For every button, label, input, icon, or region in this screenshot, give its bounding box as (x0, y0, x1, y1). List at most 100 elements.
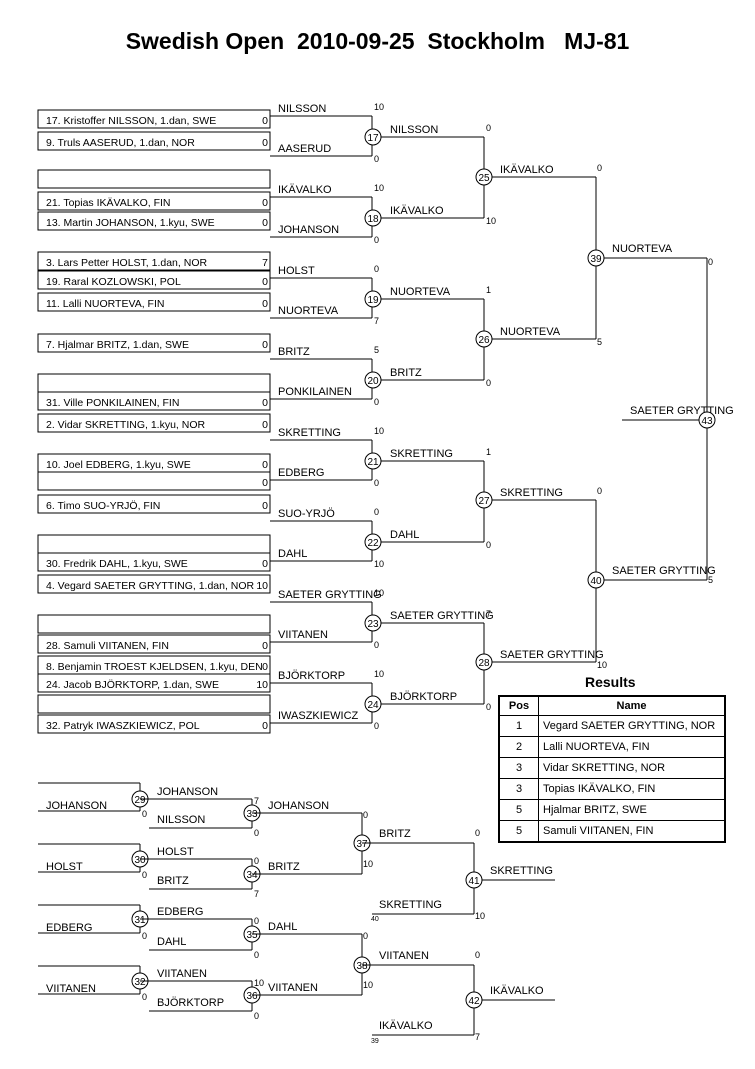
game-number: 31 (134, 915, 146, 926)
player-entry: 28. Samuli VIITANEN, FIN (46, 640, 169, 652)
loser-r1-score: 0 (254, 950, 259, 960)
game-number: 39 (590, 254, 602, 265)
loser-r2-name: BRITZ (268, 861, 300, 873)
loser-final-name: SKRETTING (490, 865, 553, 877)
player-score: 0 (262, 115, 268, 127)
player-entry: 4. Vegard SAETER GRYTTING, 1.dan, NOR (46, 580, 255, 592)
round1-name: SAETER GRYTTING (278, 589, 382, 601)
round1-score: 0 (374, 154, 379, 164)
round1-score: 10 (374, 588, 384, 598)
game-number: 43 (701, 416, 713, 427)
player-box (37, 211, 271, 231)
game-number-circle (364, 209, 382, 227)
game-number: 37 (356, 839, 368, 850)
round1-name: DAHL (278, 548, 307, 560)
round1-name: IKÄVALKO (278, 184, 332, 196)
round1-name: HOLST (278, 265, 315, 277)
player-score: 0 (262, 298, 268, 310)
winner-name: SAETER GRYTTING (630, 405, 734, 417)
game-number-circle (587, 571, 605, 589)
game-number-circle (364, 452, 382, 470)
player-entry: 31. Ville PONKILAINEN, FIN (46, 397, 179, 409)
player-score: 0 (262, 339, 268, 351)
loser-r3-score: 0 (475, 950, 480, 960)
round2-name: SAETER GRYTTING (390, 610, 494, 622)
loser-r1-score: 10 (254, 978, 264, 988)
player-box (37, 333, 271, 353)
loser-entry: VIITANEN (46, 983, 96, 995)
player-score: 0 (262, 397, 268, 409)
round2-name: IKÄVALKO (390, 205, 444, 217)
results-name: Lalli NUORTEVA, FIN (538, 736, 726, 758)
round2-score: 1 (486, 447, 491, 457)
loser-entry-score: 0 (142, 992, 147, 1002)
round2-score: 0 (486, 702, 491, 712)
loser-r1-score: 7 (254, 889, 259, 899)
game-number: 40 (590, 576, 602, 587)
loser-entry: EDBERG (46, 922, 92, 934)
game-number: 28 (478, 658, 490, 669)
round2-name: DAHL (390, 529, 419, 541)
game-number: 24 (367, 700, 379, 711)
loser-r1-name: NILSSON (157, 814, 205, 826)
round2-score: 10 (486, 216, 496, 226)
loser-r3-score: 7 (475, 1032, 480, 1042)
round1-name: BRITZ (278, 346, 310, 358)
loser-r3-name: SKRETTING (379, 899, 442, 911)
player-box (37, 534, 271, 554)
game-number: 25 (478, 173, 490, 184)
player-box (37, 714, 271, 734)
loser-r2-score: 0 (363, 810, 368, 820)
player-entry: 17. Kristoffer NILSSON, 1.dan, SWE (46, 115, 216, 127)
round1-score: 0 (374, 640, 379, 650)
player-box (37, 614, 271, 634)
loser-r3-name: VIITANEN (379, 950, 429, 962)
loser-r1-score: 0 (254, 916, 259, 926)
player-box (37, 574, 271, 594)
player-box (37, 471, 271, 491)
loser-r3-name: BRITZ (379, 828, 411, 840)
player-box (37, 292, 271, 312)
results-title: Results (585, 674, 636, 690)
round3-name: SAETER GRYTTING (500, 649, 604, 661)
player-entry: 32. Patryk IWASZKIEWICZ, POL (46, 720, 200, 732)
round3-name: SKRETTING (500, 487, 563, 499)
round3-score: 0 (597, 163, 602, 173)
game-number-circle (364, 371, 382, 389)
player-entry: 19. Raral KOZLOWSKI, POL (46, 276, 181, 288)
game-number-circle (698, 411, 716, 429)
game-number: 34 (246, 870, 258, 881)
game-number: 36 (246, 991, 258, 1002)
round1-score: 0 (374, 721, 379, 731)
loser-r1-name: EDBERG (157, 906, 203, 918)
round1-score: 10 (374, 102, 384, 112)
loser-r3-score: 0 (475, 828, 480, 838)
results-name: Vidar SKRETTING, NOR (538, 757, 726, 779)
round2-score: 1 (486, 285, 491, 295)
player-box (37, 552, 271, 572)
game-number-circle (475, 168, 493, 186)
loser-r1-score: 0 (254, 856, 259, 866)
loser-r2-score: 10 (363, 859, 373, 869)
round3-name: NUORTEVA (500, 326, 561, 338)
loser-r3-name: IKÄVALKO (379, 1020, 433, 1032)
round2-name: BRITZ (390, 367, 422, 379)
game-number-circle (475, 491, 493, 509)
game-number: 29 (134, 795, 146, 806)
game-number: 18 (367, 214, 379, 225)
loser-r1-name: JOHANSON (157, 786, 218, 798)
player-score: 0 (262, 459, 268, 471)
game-number: 27 (478, 496, 490, 507)
game-number: 26 (478, 335, 490, 346)
results-name: Hjalmar BRITZ, SWE (538, 799, 726, 821)
game-number: 20 (367, 376, 379, 387)
loser-r1-name: BRITZ (157, 875, 189, 887)
round1-name: NUORTEVA (278, 305, 339, 317)
game-number: 30 (134, 855, 146, 866)
round4-score: 0 (708, 257, 713, 267)
game-number: 22 (367, 538, 379, 549)
player-entry: 24. Jacob BJÖRKTORP, 1.dan, SWE (46, 679, 219, 691)
game-number-circle (364, 290, 382, 308)
player-entry: 30. Fredrik DAHL, 1.kyu, SWE (46, 558, 188, 570)
